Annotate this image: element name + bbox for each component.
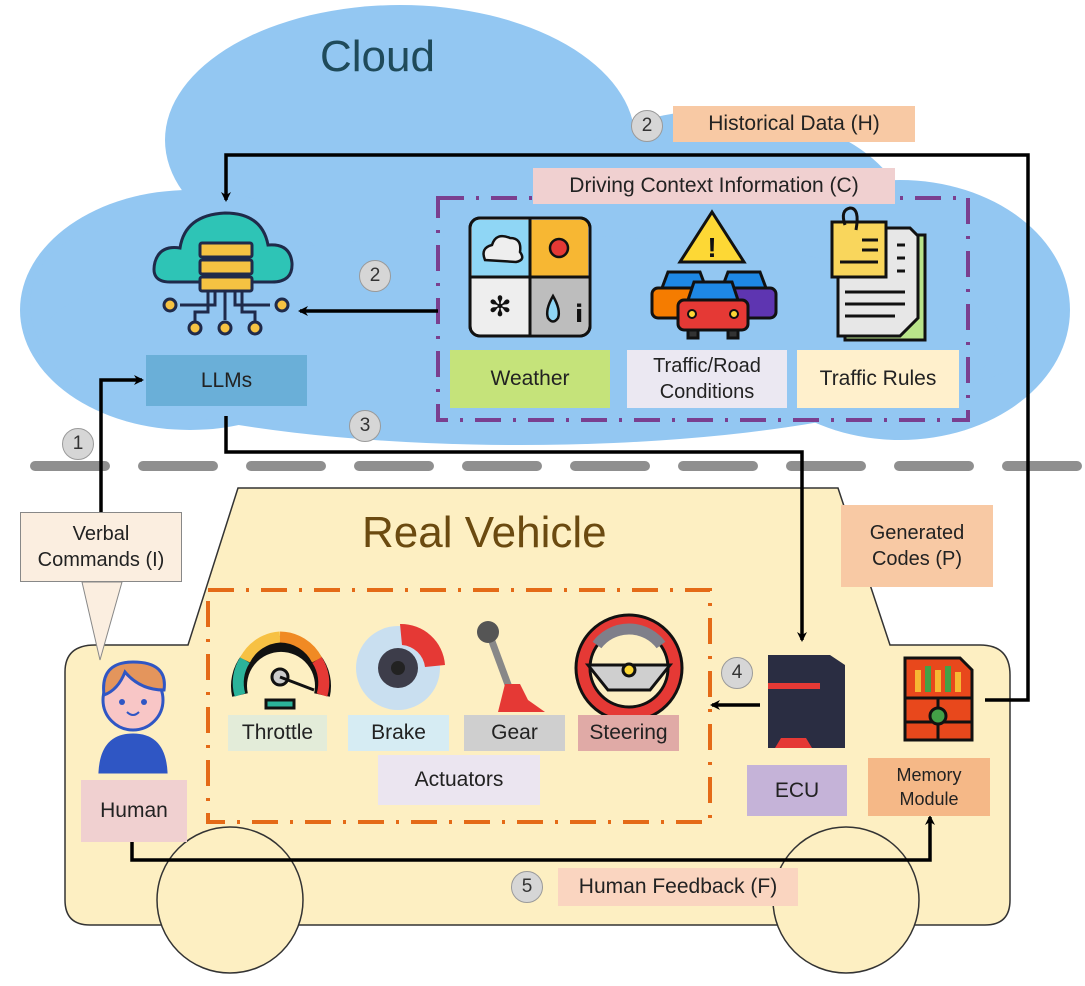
llm-cloud-server-icon	[152, 211, 294, 336]
verbal-commands-label: Verbal Commands (I)	[20, 512, 182, 582]
actuators-group-border	[206, 588, 712, 824]
verbal-command-arrow	[99, 375, 144, 512]
context-title-label: Driving Context Information (C)	[533, 168, 895, 204]
weather-icon: ✻ i	[468, 216, 592, 338]
front-wheel	[156, 826, 304, 974]
rules-document-icon	[830, 206, 927, 342]
human-feedback-label: Human Feedback (F)	[558, 868, 798, 906]
step-4-badge: 4	[721, 657, 753, 689]
weather-label: Weather	[450, 350, 610, 408]
brake-label: Brake	[348, 715, 449, 751]
vehicle-title: Real Vehicle	[362, 508, 607, 557]
human-feedback-arrow	[130, 815, 935, 862]
brake-disc-icon	[356, 623, 445, 710]
gear-label: Gear	[464, 715, 565, 751]
traffic-cars-icon: !	[650, 209, 778, 340]
llm-label[interactable]: LLMs	[146, 355, 307, 406]
ecu-computer-icon	[768, 655, 845, 748]
historical-data-label: Historical Data (H)	[673, 106, 915, 142]
cloud-title: Cloud	[320, 32, 435, 81]
actuators-label: Actuators	[378, 755, 540, 805]
memory-module-icon	[903, 656, 974, 742]
human-avatar-icon	[98, 660, 168, 774]
step-3-badge: 3	[349, 410, 381, 442]
traffic-conditions-label: Traffic/Road Conditions	[627, 350, 787, 408]
step-2-historical-badge: 2	[631, 110, 663, 142]
svg-text:!: !	[707, 232, 716, 263]
step-5-badge: 5	[511, 871, 543, 903]
context-title-text: Driving Context Information (C)	[569, 174, 859, 198]
throttle-label: Throttle	[228, 715, 327, 751]
traffic-rules-label: Traffic Rules	[797, 350, 959, 408]
historical-data-arrow	[221, 153, 1030, 702]
step-2-context-badge: 2	[359, 260, 391, 292]
human-label: Human	[81, 780, 187, 842]
steering-wheel-icon	[574, 613, 684, 723]
ecu-label: ECU	[747, 765, 847, 816]
historical-data-text: Historical Data (H)	[708, 112, 880, 136]
speech-bubble-tail	[81, 581, 123, 661]
generated-code-arrow	[224, 416, 807, 642]
generated-codes-label: Generated Codes (P)	[841, 505, 993, 587]
speedometer-icon	[231, 631, 331, 710]
svg-text:✻: ✻	[488, 291, 511, 322]
step-1-badge: 1	[62, 428, 94, 460]
svg-text:i: i	[575, 300, 583, 328]
memory-module-label: Memory Module	[868, 758, 990, 816]
steering-label: Steering	[578, 715, 679, 751]
gear-shift-icon	[477, 621, 545, 712]
